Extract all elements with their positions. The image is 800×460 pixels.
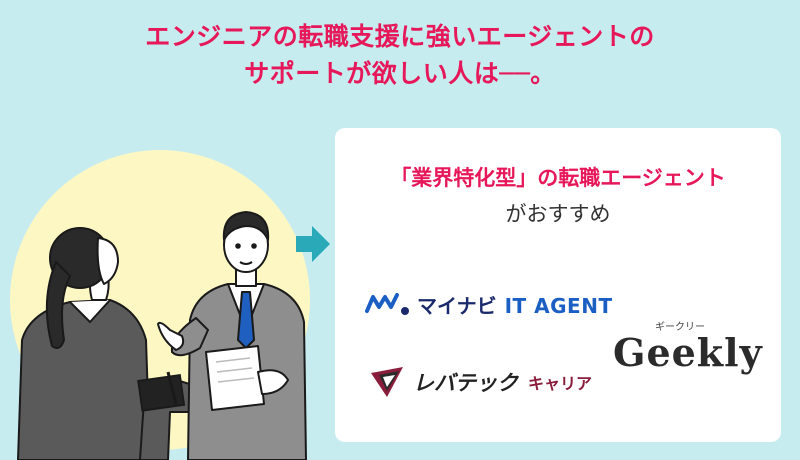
headline-line-2: サポートが欲しい人は──。 bbox=[244, 59, 556, 88]
recommendation-card: 「業界特化型」の転職エージェント がおすすめ マイナビ IT AGENT レバテッ… bbox=[335, 128, 781, 442]
geekly-wordmark: Geekly bbox=[613, 330, 763, 375]
levtech-brand: レバテック bbox=[413, 371, 518, 395]
geekly-logo[interactable]: ギークリー Geekly bbox=[613, 318, 763, 378]
mynavi-suffix: IT AGENT bbox=[504, 293, 613, 318]
notebook bbox=[137, 371, 186, 412]
card-title: 「業界特化型」の転職エージェント bbox=[390, 166, 726, 190]
headline: エンジニアの転職支援に強いエージェントの サポートが欲しい人は──。 bbox=[0, 18, 800, 92]
man-figure bbox=[157, 211, 307, 460]
levtech-logo-icon bbox=[371, 367, 403, 397]
card-subtitle: がおすすめ bbox=[505, 202, 611, 226]
arrow-right-icon bbox=[296, 226, 330, 262]
mynavi-logo-icon bbox=[365, 293, 409, 315]
mynavi-logo-text: マイナビ IT AGENT bbox=[417, 290, 613, 319]
mynavi-it-agent-logo[interactable]: マイナビ IT AGENT bbox=[365, 286, 613, 322]
headline-line-1: エンジニアの転職支援に強いエージェントの bbox=[145, 22, 655, 51]
mynavi-brand: マイナビ bbox=[417, 293, 497, 318]
levtech-suffix: キャリア bbox=[528, 374, 593, 393]
levtech-career-logo[interactable]: レバテック キャリア bbox=[369, 362, 592, 402]
geekly-ruby: ギークリー bbox=[655, 322, 705, 333]
